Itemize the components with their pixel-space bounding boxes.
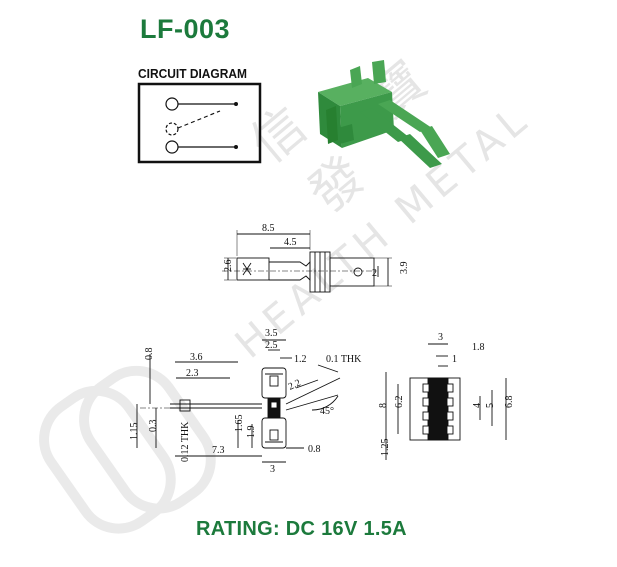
- dim-2-5: 2.5: [265, 340, 278, 351]
- circuit-diagram-label: CIRCUIT DIAGRAM: [138, 66, 247, 81]
- dim-1-65: 1.65: [234, 415, 245, 433]
- dim-1-15: 1.15: [129, 423, 140, 441]
- dim-2: 2: [372, 268, 377, 279]
- watermark: 信 發 寶 HEALTH METAL: [39, 51, 539, 534]
- dim-end-3: 3: [438, 332, 443, 343]
- dim-2-6: 2.6: [223, 260, 234, 273]
- part-number-title: LF-003: [140, 14, 231, 44]
- watermark-char-2: 發: [298, 146, 376, 225]
- dim-1-9: 1.9: [246, 426, 257, 439]
- part-3d-illustration: [318, 60, 450, 168]
- dim-45-degrees: 45°: [320, 406, 334, 417]
- dim-2-2: 2.2: [287, 377, 303, 392]
- dim-end-6-8: 6.8: [504, 396, 515, 409]
- dim-0-3: 0.3: [148, 420, 159, 433]
- dim-3-bottom: 3: [270, 464, 275, 475]
- dim-0-12-thk: 0.12 THK: [180, 421, 191, 462]
- circuit-diagram: [137, 82, 262, 164]
- dim-1-2: 1.2: [294, 354, 307, 365]
- dim-7-3: 7.3: [212, 445, 225, 456]
- watermark-logo-icon: [39, 365, 216, 534]
- dim-2-3: 2.3: [186, 368, 199, 379]
- dim-0-8-top: 0.8: [144, 348, 155, 361]
- dim-end-6-2: 6.2: [394, 396, 405, 409]
- dim-8-5: 8.5: [262, 223, 275, 234]
- dim-3-9: 3.9: [399, 262, 410, 275]
- dim-end-4: 4: [472, 403, 483, 408]
- dim-0-1-thk: 0.1 THK: [326, 354, 362, 365]
- dim-end-5: 5: [485, 403, 496, 408]
- dim-4-5: 4.5: [284, 237, 297, 248]
- top-view-drawing: [222, 230, 392, 293]
- dim-end-1-8: 1.8: [472, 342, 485, 353]
- dim-3-6: 3.6: [190, 352, 203, 363]
- end-view-drawing: [385, 343, 507, 460]
- dim-end-1: 1: [452, 354, 457, 365]
- dim-end-8: 8: [378, 403, 389, 408]
- side-view-drawing: [136, 339, 341, 463]
- dim-3-5: 3.5: [265, 328, 278, 339]
- dim-0-8-bottom: 0.8: [308, 444, 321, 455]
- dim-end-1-25: 1.25: [380, 439, 391, 457]
- rating-label: RATING: DC 16V 1.5A: [196, 518, 407, 540]
